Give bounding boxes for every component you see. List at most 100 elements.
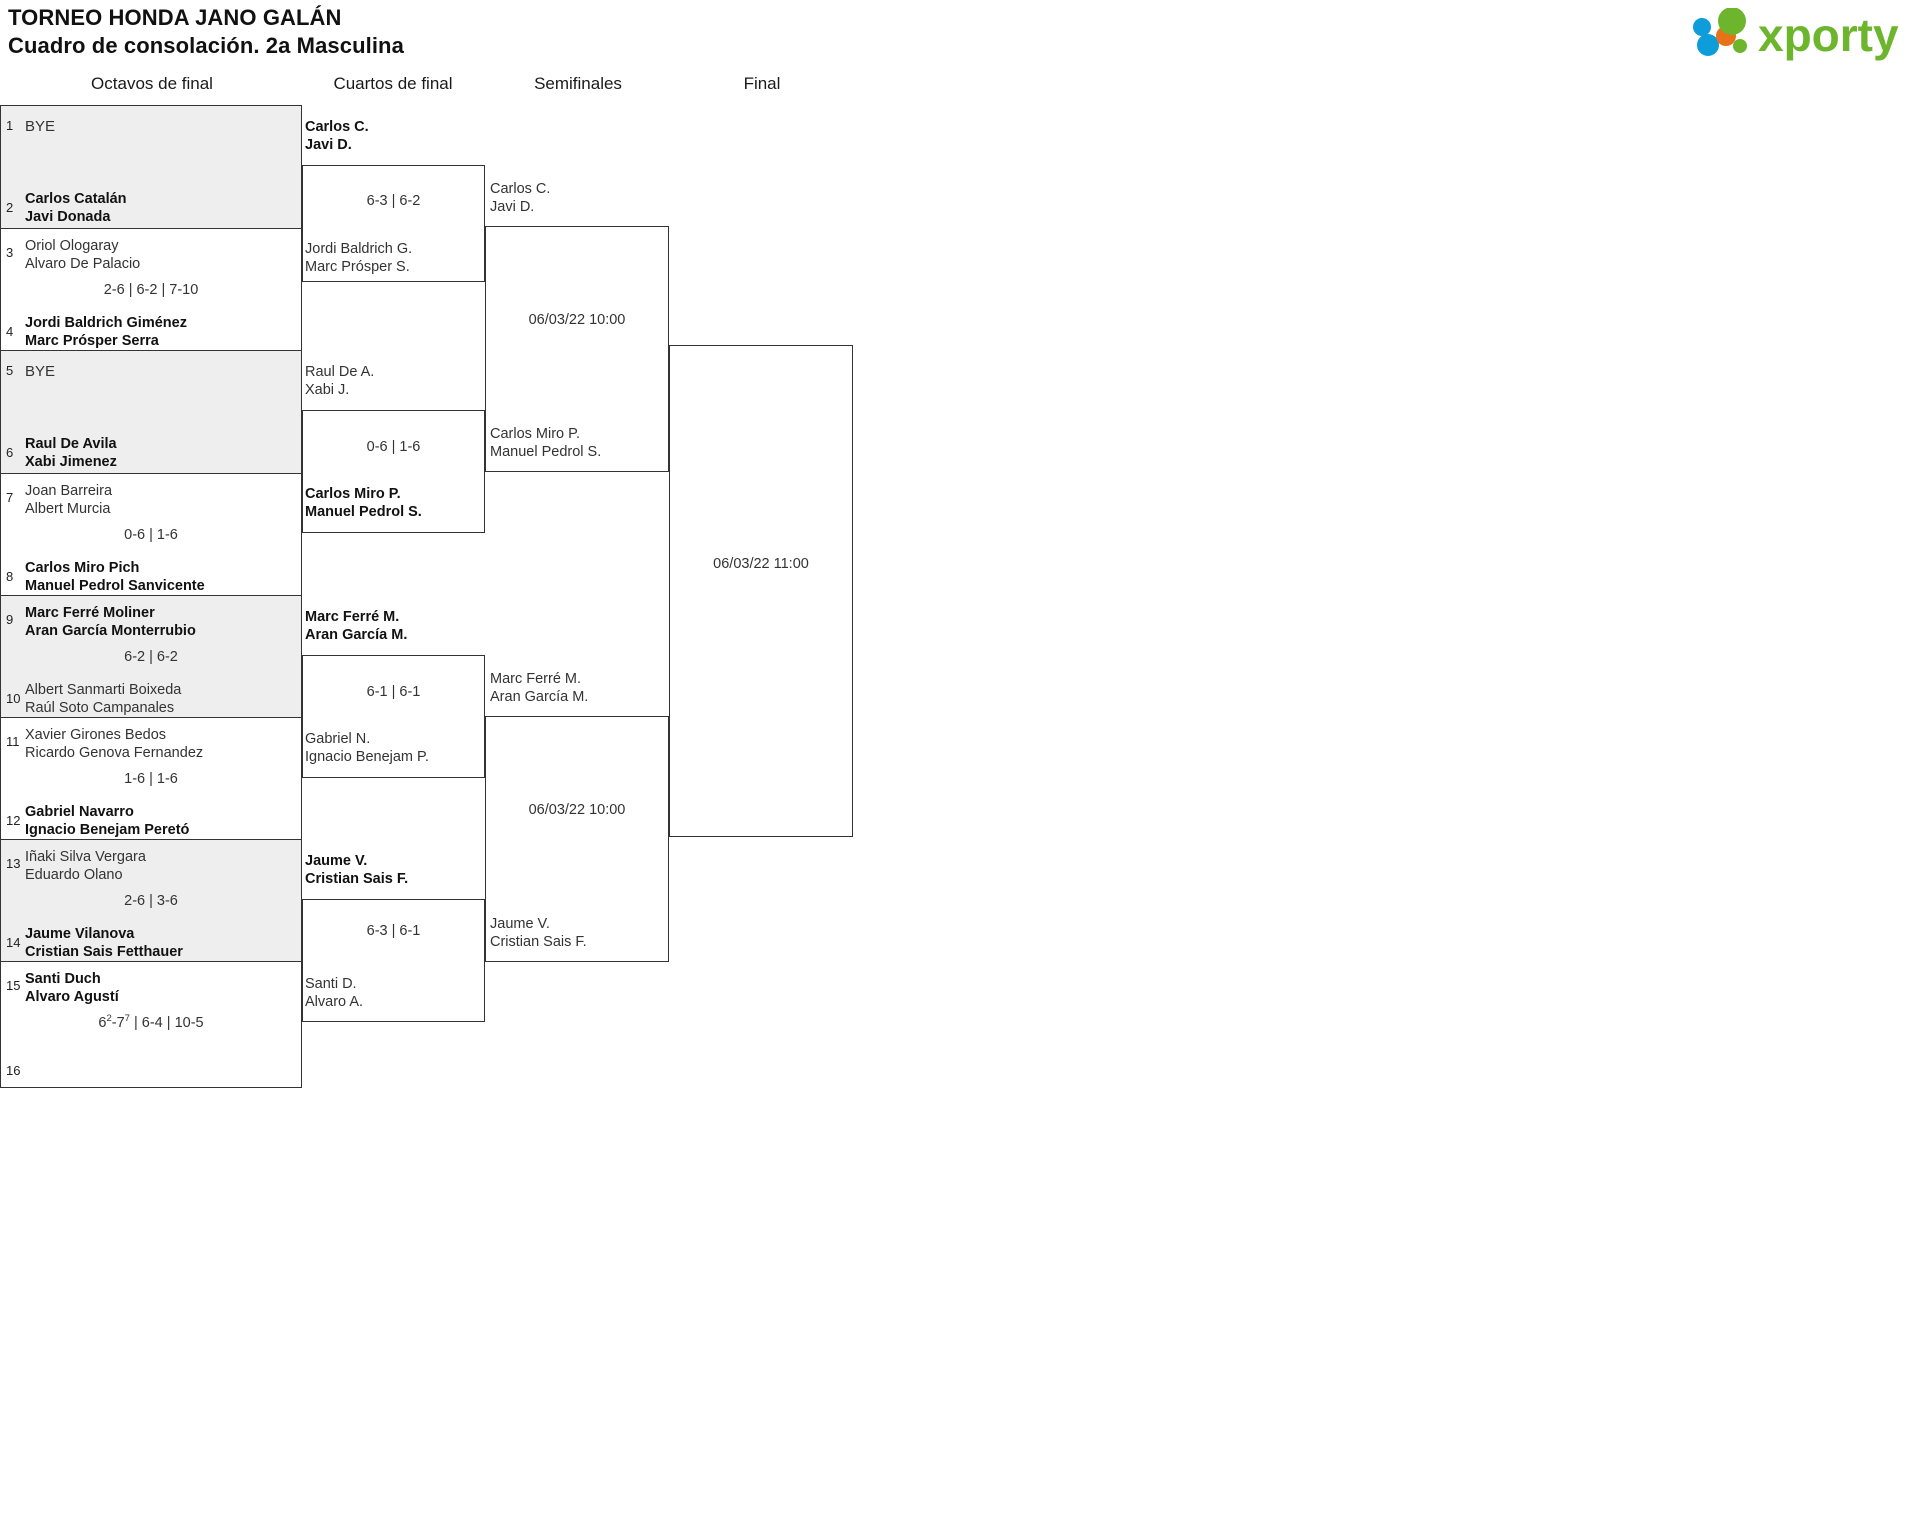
player-2: Aran García M. (490, 689, 589, 705)
player-1: Raul De Avila (25, 436, 117, 452)
logo-dot-blue-1 (1693, 18, 1711, 36)
bye-label: BYE (25, 118, 56, 135)
team-names: Xavier Girones Bedos Ricardo Genova Fern… (25, 726, 295, 762)
match-score: 2-6 | 6-2 | 7-10 (103, 282, 199, 298)
player-2: Ignacio Benejam P. (305, 749, 429, 765)
qf-2-bottom-team: Carlos Miro P. Manuel Pedrol S. (305, 485, 422, 521)
sf-2-bottom-team: Jaume V. Cristian Sais F. (490, 915, 587, 951)
seed-number: 12 (6, 813, 21, 828)
qf-1-bottom-team: Jordi Baldrich G. Marc Prósper S. (305, 240, 412, 276)
sf-match-1[interactable]: 06/03/22 10:00 (485, 226, 669, 472)
seed-number: 5 (6, 363, 14, 378)
player-2: Marc Prósper S. (305, 259, 410, 275)
player-1: Jordi Baldrich Giménez (25, 315, 187, 331)
seed-number: 15 (6, 978, 21, 993)
r16-match-8[interactable]: 15 Santi Duch Alvaro Agustí 62-77 | 6-4 … (0, 961, 302, 1088)
player-2: Aran García Monterrubio (25, 623, 196, 639)
sf-match-2[interactable]: 06/03/22 10:00 (485, 716, 669, 962)
match-score: 6-2 | 6-2 (124, 649, 178, 665)
qf-3-bottom-team: Gabriel N. Ignacio Benejam P. (305, 730, 429, 766)
player-2: Ricardo Genova Fernandez (25, 745, 204, 761)
player-2: Javi D. (490, 199, 535, 215)
seed-number: 7 (6, 490, 14, 505)
player-1: Joan Barreira (25, 483, 113, 499)
r16-match-3[interactable]: 5 BYE 6 Raul De Avila Xabi Jimenez (0, 350, 302, 473)
player-1: Carlos C. (305, 119, 369, 135)
player-1: Xavier Girones Bedos (25, 727, 167, 743)
final-match[interactable]: 06/03/22 11:00 (669, 345, 853, 837)
player-2: Manuel Pedrol Sanvicente (25, 578, 205, 594)
team-names: Carlos Miro Pich Manuel Pedrol Sanvicent… (25, 559, 295, 595)
team-names: Santi Duch Alvaro Agustí (25, 970, 295, 1006)
player-1: Iñaki Silva Vergara (25, 849, 146, 865)
player-1: Jaume V. (305, 853, 368, 869)
qf-match-3[interactable]: 6-1 | 6-1 (302, 655, 485, 778)
round-of-16-column: 1 BYE 2 Carlos Catalán Javi Donada 3 Ori… (0, 105, 302, 1088)
player-2: Manuel Pedrol S. (490, 444, 602, 460)
tournament-name: TORNEO HONDA JANO GALÁN (8, 5, 342, 30)
xporty-logo[interactable]: xporty (1682, 7, 1902, 64)
player-1: Marc Ferré M. (305, 609, 400, 625)
qf-4-top-team: Jaume V. Cristian Sais F. (305, 852, 408, 888)
player-2: Cristian Sais Fetthauer (25, 944, 183, 960)
player-2: Alvaro Agustí (25, 989, 119, 1005)
r16-match-4[interactable]: 7 Joan Barreira Albert Murcia 0-6 | 1-6 … (0, 473, 302, 595)
team-names: Jaume Vilanova Cristian Sais Fetthauer (25, 925, 295, 961)
player-2: Manuel Pedrol S. (305, 504, 422, 520)
player-2: Cristian Sais F. (490, 934, 587, 950)
player-2: Alvaro A. (305, 994, 364, 1010)
team-names: Albert Sanmarti Boixeda Raúl Soto Campan… (25, 681, 295, 717)
match-score: 0-6 | 1-6 (124, 527, 178, 543)
seed-number: 10 (6, 691, 21, 706)
r16-match-1[interactable]: 1 BYE 2 Carlos Catalán Javi Donada (0, 105, 302, 228)
sf-2-top-team: Marc Ferré M. Aran García M. (490, 670, 588, 706)
logo-dot-blue-2 (1697, 34, 1719, 56)
seed-number: 13 (6, 856, 21, 871)
player-2: Javi D. (305, 137, 352, 153)
player-2: Ignacio Benejam Peretó (25, 822, 190, 838)
tournament-subtitle: Cuadro de consolación. 2a Masculina (8, 33, 404, 58)
match-score: 1-6 | 1-6 (124, 771, 178, 787)
player-1: Albert Sanmarti Boixeda (25, 682, 182, 698)
team-names: Joan Barreira Albert Murcia (25, 482, 295, 518)
seed-number: 9 (6, 612, 14, 627)
player-1: Gabriel Navarro (25, 804, 134, 820)
r16-match-7[interactable]: 13 Iñaki Silva Vergara Eduardo Olano 2-6… (0, 839, 302, 961)
r16-match-2[interactable]: 3 Oriol Ologaray Alvaro De Palacio 2-6 |… (0, 228, 302, 350)
seed-number: 4 (6, 324, 14, 339)
player-2: Eduardo Olano (25, 867, 123, 883)
seed-number: 11 (6, 734, 20, 749)
sf-1-top-team: Carlos C. Javi D. (490, 180, 550, 216)
player-2: Aran García M. (305, 627, 408, 643)
page-title: TORNEO HONDA JANO GALÁN Cuadro de consol… (8, 4, 404, 60)
logo-dot-green-2 (1733, 39, 1747, 53)
match-date: 06/03/22 11:00 (713, 556, 809, 572)
team-names: Raul De Avila Xabi Jimenez (25, 435, 295, 471)
player-2: Marc Prósper Serra (25, 333, 159, 349)
round-header-r16: Octavos de final (91, 74, 213, 93)
logo-wordmark: xporty (1758, 9, 1899, 61)
match-score: 6-1 | 6-1 (366, 684, 421, 700)
team-names: Gabriel Navarro Ignacio Benejam Peretó (25, 803, 295, 839)
bye-label: BYE (25, 363, 56, 380)
match-score: 62-77 | 6-4 | 10-5 (98, 1013, 204, 1031)
qf-1-top-team: Carlos C. Javi D. (305, 118, 369, 154)
seed-number: 14 (6, 935, 21, 950)
round-header-sf: Semifinales (534, 74, 622, 93)
qf-match-4[interactable]: 6-3 | 6-1 (302, 899, 485, 1022)
match-score: 6-3 | 6-2 (366, 193, 421, 209)
round-header-final: Final (743, 74, 781, 93)
player-2: Alvaro De Palacio (25, 256, 141, 272)
seed-number: 8 (6, 569, 14, 584)
match-score: 0-6 | 1-6 (366, 439, 421, 455)
seed-number: 2 (6, 200, 14, 215)
qf-match-1[interactable]: 6-3 | 6-2 (302, 165, 485, 282)
player-2: Xabi J. (305, 382, 350, 398)
r16-match-6[interactable]: 11 Xavier Girones Bedos Ricardo Genova F… (0, 717, 302, 839)
player-2: Javi Donada (25, 209, 111, 225)
qf-match-2[interactable]: 0-6 | 1-6 (302, 410, 485, 533)
qf-2-top-team: Raul De A. Xabi J. (305, 363, 374, 399)
qf-3-top-team: Marc Ferré M. Aran García M. (305, 608, 407, 644)
r16-match-5[interactable]: 9 Marc Ferré Moliner Aran García Monterr… (0, 595, 302, 717)
